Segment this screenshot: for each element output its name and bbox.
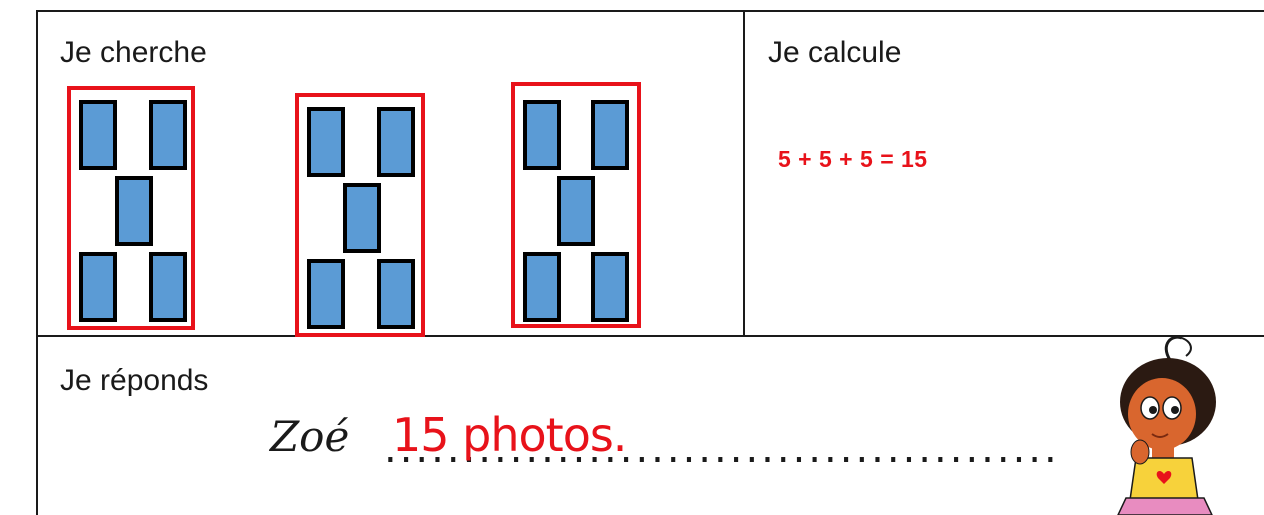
rect-top-left	[79, 100, 117, 170]
student-name: Zoé	[270, 412, 350, 461]
rect-top-right	[149, 100, 187, 170]
rect-top-left	[307, 107, 345, 177]
calculation: 5 + 5 + 5 = 15	[778, 146, 928, 172]
calc-heading: Je calcule	[768, 36, 902, 69]
table-left-border	[36, 10, 38, 515]
group-1	[67, 86, 195, 330]
rect-bottom-left	[523, 252, 561, 322]
rect-bottom-left	[307, 259, 345, 329]
rect-center	[557, 176, 595, 246]
group-2	[295, 93, 425, 337]
rect-top-right	[377, 107, 415, 177]
rect-top-right	[591, 100, 629, 170]
answer-dotted-line: ........................................…	[384, 426, 1060, 472]
column-divider	[743, 10, 745, 336]
table-top-border	[36, 10, 1264, 12]
rect-bottom-left	[79, 252, 117, 322]
answer-value: 15 photos.	[392, 408, 627, 462]
rect-center	[115, 176, 153, 246]
rect-bottom-right	[591, 252, 629, 322]
rect-top-left	[523, 100, 561, 170]
rect-bottom-right	[149, 252, 187, 322]
answer-heading: Je réponds	[60, 364, 209, 397]
girl-thinking-icon	[1117, 335, 1216, 515]
group-3	[511, 82, 641, 328]
row-divider	[36, 335, 1264, 337]
rect-bottom-right	[377, 259, 415, 329]
rect-center	[343, 183, 381, 253]
search-heading: Je cherche	[60, 36, 207, 69]
